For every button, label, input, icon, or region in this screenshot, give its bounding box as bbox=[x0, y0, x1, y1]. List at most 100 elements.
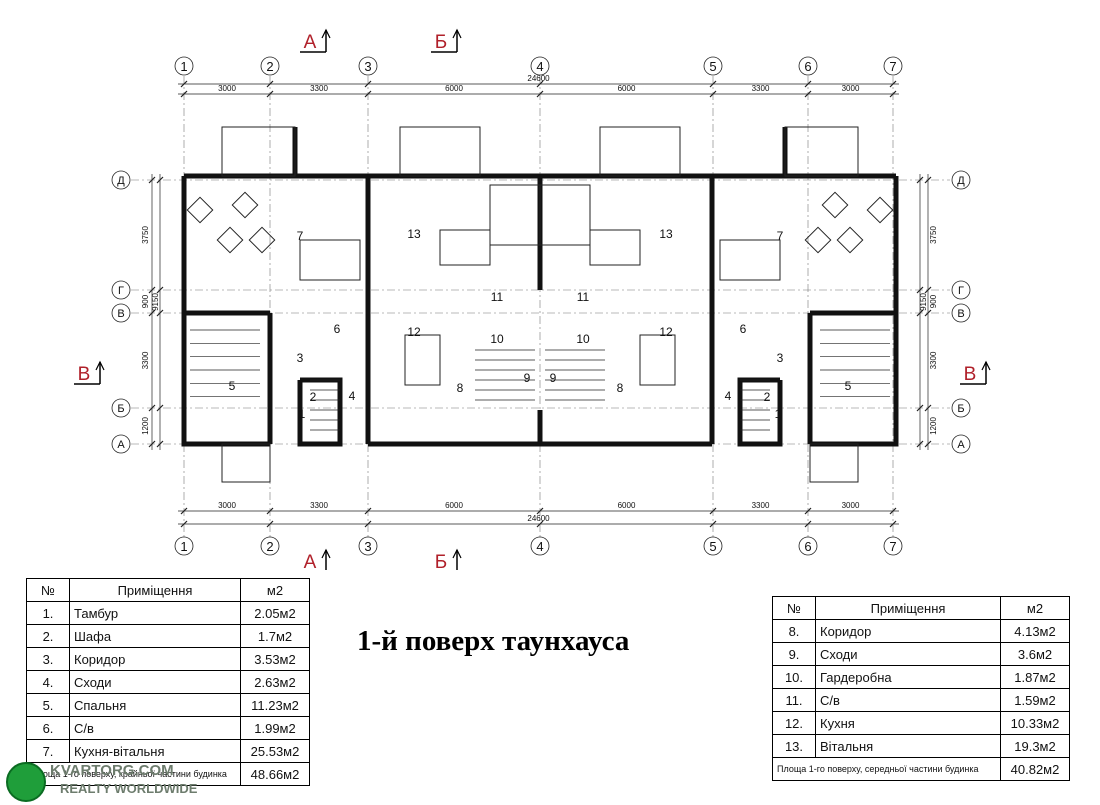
dimension-tick bbox=[180, 80, 188, 88]
dimension-text: 3000 bbox=[218, 84, 236, 93]
dimension-text: 3300 bbox=[929, 351, 938, 369]
grid-column-label: 5 bbox=[709, 59, 716, 74]
grid-bubble bbox=[530, 56, 550, 76]
grid-column-label: 1 bbox=[180, 59, 187, 74]
section-arrow bbox=[981, 360, 991, 371]
room-name-cell: Гардеробна bbox=[815, 665, 1001, 689]
chair bbox=[836, 226, 864, 254]
dimension-tick bbox=[889, 520, 897, 528]
grid-bubble bbox=[358, 536, 378, 556]
grid-bubble bbox=[111, 303, 131, 323]
dimension-text: 3300 bbox=[752, 84, 770, 93]
room-number-label: 10 bbox=[490, 332, 504, 346]
room-number-label: 9 bbox=[524, 371, 531, 385]
room-number-label: 7 bbox=[777, 229, 784, 243]
col-area-header: м2 bbox=[240, 578, 310, 602]
dimension-text: 6000 bbox=[618, 501, 636, 510]
grid-bubble bbox=[260, 536, 280, 556]
room-area-cell: 25.53м2 bbox=[240, 739, 310, 763]
grid-column-label: 6 bbox=[804, 539, 811, 554]
room-number-cell: 11. bbox=[772, 688, 816, 712]
dimension-tick bbox=[536, 520, 544, 528]
interior-details bbox=[186, 126, 894, 483]
room-area-cell: 1.87м2 bbox=[1000, 665, 1070, 689]
room-number-label: 8 bbox=[457, 381, 464, 395]
section-mark-label: В bbox=[78, 364, 91, 385]
room-name-cell: Сходи bbox=[815, 642, 1001, 666]
grid-row-label: А bbox=[957, 439, 965, 451]
room-number-label: 2 bbox=[764, 390, 771, 404]
section-arrow bbox=[452, 28, 462, 39]
section-arrow bbox=[321, 28, 331, 39]
dimension-text: 3300 bbox=[752, 501, 770, 510]
room-number-label: 5 bbox=[845, 379, 852, 393]
dimension-tick bbox=[180, 90, 188, 98]
entrance-porch bbox=[809, 443, 859, 483]
room-area-cell: 2.05м2 bbox=[240, 601, 310, 625]
dimension-text: 6000 bbox=[445, 501, 463, 510]
room-number-label: 13 bbox=[407, 227, 421, 241]
total-depth-text: 9150 bbox=[919, 293, 928, 311]
dimension-text: 3750 bbox=[929, 226, 938, 244]
room-number-cell: 12. bbox=[772, 711, 816, 735]
section-mark-label: А bbox=[304, 32, 317, 53]
watermark-line1: KVARTORG.COM bbox=[50, 762, 174, 779]
col-area-header: м2 bbox=[1000, 596, 1070, 620]
room-area-cell: 1.7м2 bbox=[240, 624, 310, 648]
dimension-text: 6000 bbox=[618, 84, 636, 93]
dimension-tick bbox=[364, 90, 372, 98]
grid-lines bbox=[131, 76, 950, 537]
dimension-text: 3300 bbox=[141, 351, 150, 369]
section-arrow bbox=[95, 360, 105, 371]
dimension-tick bbox=[889, 507, 897, 515]
dimension-tick bbox=[536, 507, 544, 515]
total-depth-text: 9150 bbox=[151, 293, 160, 311]
dimension-tick bbox=[916, 309, 924, 317]
room-number-label: 11 bbox=[577, 290, 590, 304]
dimension-text: 1200 bbox=[929, 417, 938, 435]
dimension-tick bbox=[364, 507, 372, 515]
grid-bubble bbox=[174, 536, 194, 556]
dimension-tick bbox=[536, 80, 544, 88]
table-total-row: Площа 1-го поверху, крайньої частини буд… bbox=[26, 762, 310, 786]
room-area-cell: 3.53м2 bbox=[240, 647, 310, 671]
grid-row-label: Б bbox=[117, 403, 124, 415]
room-number-cell: 8. bbox=[772, 619, 816, 643]
dimension-tick bbox=[924, 440, 932, 448]
dimension-tick bbox=[916, 440, 924, 448]
dimension-text: 900 bbox=[929, 294, 938, 308]
room-number-cell: 4. bbox=[26, 670, 70, 694]
dimension-tick bbox=[536, 90, 544, 98]
dimension-tick bbox=[156, 440, 164, 448]
room-name-cell: Тамбур bbox=[69, 601, 241, 625]
table-header-row: № Приміщення м2 bbox=[772, 596, 1070, 620]
furniture bbox=[639, 334, 676, 386]
dimension-tick bbox=[364, 80, 372, 88]
wall bbox=[709, 173, 785, 180]
dimension-tick bbox=[709, 90, 717, 98]
dimension-tick bbox=[266, 507, 274, 515]
col-number-header: № bbox=[772, 596, 816, 620]
room-name-cell: Спальня bbox=[69, 693, 241, 717]
dimension-tick bbox=[266, 90, 274, 98]
dimension-tick bbox=[156, 309, 164, 317]
room-number-cell: 9. bbox=[772, 642, 816, 666]
chair bbox=[231, 191, 259, 219]
col-room-header: Приміщення bbox=[815, 596, 1001, 620]
chair bbox=[248, 226, 276, 254]
grid-bubble bbox=[883, 56, 903, 76]
dimension-tick bbox=[266, 520, 274, 528]
grid-bubble bbox=[798, 56, 818, 76]
room-number-cell: 3. bbox=[26, 647, 70, 671]
room-name-cell: Сходи bbox=[69, 670, 241, 694]
dimension-tick bbox=[266, 80, 274, 88]
dimension-tick bbox=[889, 80, 897, 88]
room-area-cell: 1.99м2 bbox=[240, 716, 310, 740]
